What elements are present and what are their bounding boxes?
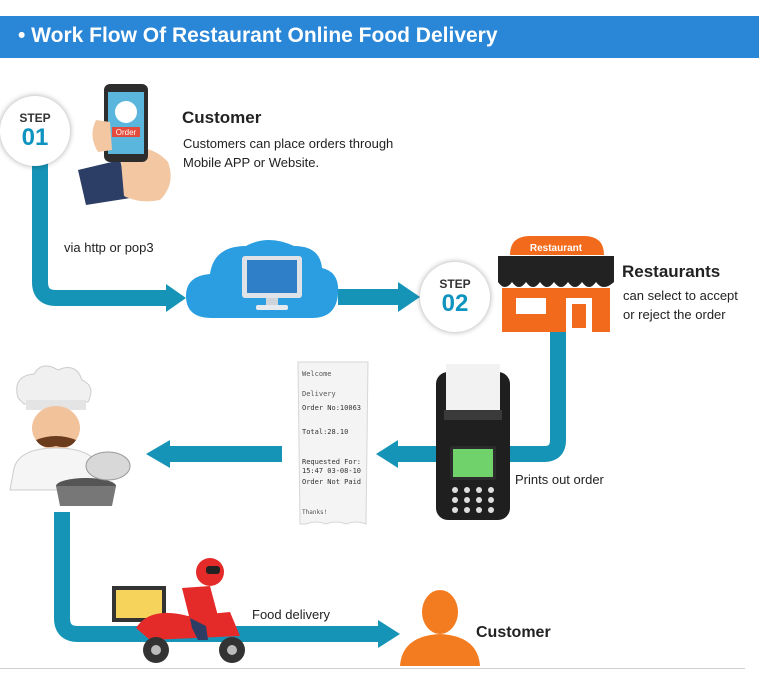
prints-order-label: Prints out order	[515, 472, 604, 487]
step-02-desc-line2: or reject the order	[623, 307, 726, 322]
flow-line-restaurant-to-printer	[398, 332, 566, 462]
step-01-badge: STEP 01	[0, 96, 70, 166]
restaurant-sign-label: Restaurant	[530, 243, 583, 254]
receipt-line: Order Not Paid	[302, 478, 361, 486]
receipt-illustration: Welcome Delivery Order No:10063 Total:28…	[297, 361, 369, 525]
flow-line-customer-to-cloud	[32, 150, 168, 306]
step-01-desc-line1: Customers can place orders through	[183, 136, 394, 151]
customer-person-icon	[400, 590, 480, 666]
step-02-desc-line1: can select to accept	[623, 288, 738, 303]
page-title: • Work Flow Of Restaurant Online Food De…	[18, 24, 498, 47]
printer-terminal-icon	[436, 364, 510, 520]
receipt-line: 15:47 03-08-10	[302, 467, 361, 475]
step-02-number: 02	[441, 290, 469, 317]
phone-order-label: Order	[116, 128, 137, 137]
step-01-label: STEP	[19, 111, 51, 125]
phone-hand-illustration: Order	[78, 84, 171, 205]
arrow-to-customer	[378, 620, 400, 648]
step-01-title: Customer	[182, 108, 262, 127]
receipt-line: Thanks!	[302, 509, 327, 516]
step-01-desc-line2: Mobile APP or Website.	[183, 155, 320, 170]
end-customer-title: Customer	[476, 624, 551, 641]
arrow-to-restaurant	[398, 282, 420, 312]
restaurant-icon: Restaurant	[498, 236, 614, 332]
flow-line-cloud-to-restaurant	[338, 289, 400, 305]
receipt-line: Requested For:	[302, 458, 361, 466]
flow-line-chef-to-customer	[54, 512, 380, 642]
step-02-label: STEP	[439, 277, 471, 291]
receipt-line: Total:28.10	[302, 428, 348, 436]
arrow-to-cloud	[166, 284, 186, 312]
receipt-line: Delivery	[302, 390, 336, 398]
receipt-line: Order No:10063	[302, 404, 361, 412]
arrow-to-chef	[146, 440, 170, 468]
step-02-title: Restaurants	[622, 262, 721, 281]
step-01-number: 01	[21, 124, 49, 151]
food-delivery-label: Food delivery	[252, 607, 331, 622]
chef-illustration	[9, 365, 131, 506]
header-bar: • Work Flow Of Restaurant Online Food De…	[0, 16, 759, 58]
cloud-icon	[186, 240, 339, 318]
delivery-scooter-illustration	[112, 558, 245, 663]
bottom-divider	[0, 668, 745, 669]
step-02-badge: STEP 02	[420, 262, 490, 332]
flow-line-receipt-to-chef	[168, 446, 282, 462]
arrow-to-printer	[376, 440, 398, 468]
receipt-line: Welcome	[302, 370, 332, 378]
via-protocol-label: via http or pop3	[64, 240, 154, 255]
